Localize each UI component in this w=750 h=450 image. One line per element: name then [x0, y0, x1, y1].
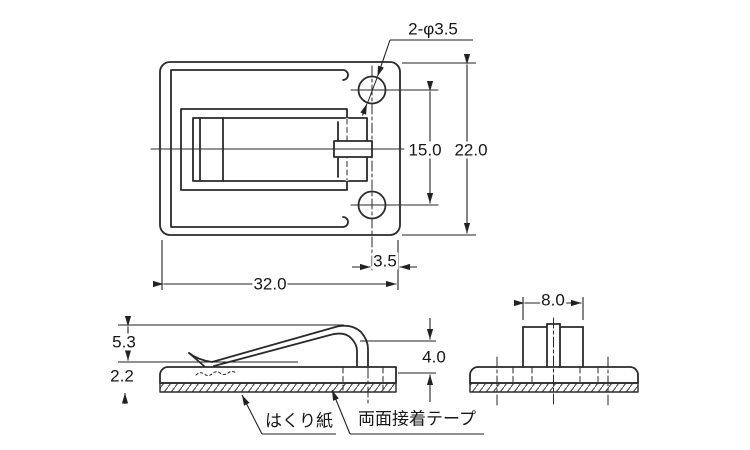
adhesive-squiggle — [195, 371, 237, 376]
base-plate — [159, 366, 397, 384]
dim-base-thickness-label: 2.2 — [109, 366, 135, 386]
release-paper-leader — [241, 394, 263, 435]
tape-label: 両面接着テープ — [358, 409, 476, 429]
callout-leader — [376, 39, 391, 77]
top-view — [150, 61, 439, 271]
hole-callout-label: 2-φ3.5 — [408, 19, 458, 39]
dim-hole-edge-offset-label: 3.5 — [372, 251, 398, 271]
tape-leader — [331, 389, 351, 435]
dim-stem-width-label: 8.0 — [540, 290, 566, 310]
dim-hole-pitch-label: 15.0 — [407, 140, 443, 160]
dim-overall-height-label: 22.0 — [453, 140, 489, 160]
mounting-hole-bottom — [357, 190, 387, 220]
release-paper-label: はくり紙 — [265, 411, 333, 431]
mounting-hole-top — [357, 75, 387, 105]
clip-lift-tab — [188, 352, 205, 367]
end-view — [469, 317, 639, 406]
clip-arm-lower — [213, 332, 358, 367]
side-view — [159, 324, 397, 404]
tape-layer — [159, 382, 397, 393]
dim-overall-width-label: 32.0 — [252, 274, 288, 294]
clip-arm-upper — [188, 324, 369, 367]
top-view-dimensions — [153, 39, 476, 290]
dim-clip-rear-height-label: 4.0 — [421, 347, 447, 367]
dim-clip-height-label: 5.3 — [111, 332, 137, 352]
